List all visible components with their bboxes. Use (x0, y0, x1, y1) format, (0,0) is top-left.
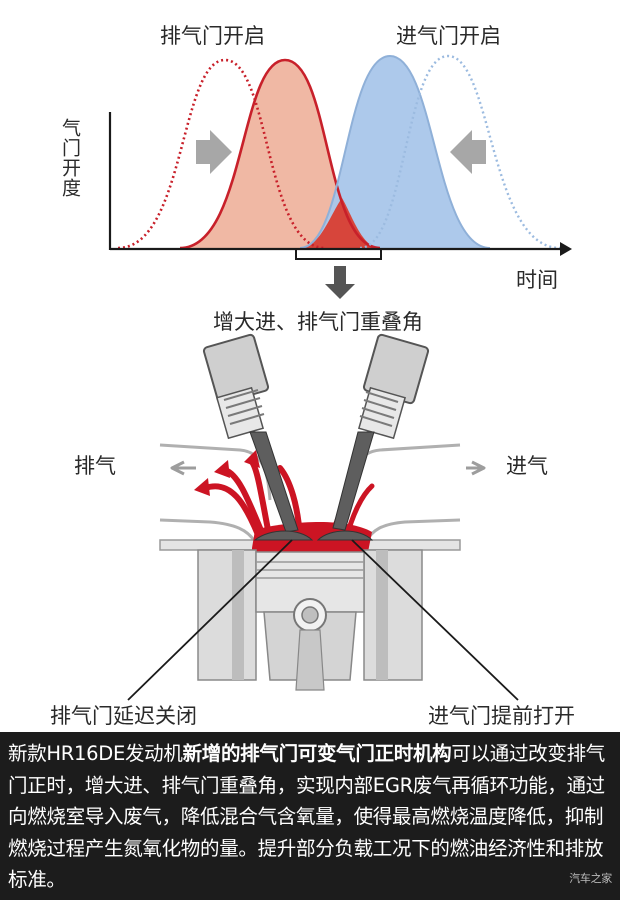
intake-shift-arrow-icon (450, 130, 486, 174)
y-axis-label: 气门开度 (59, 118, 81, 198)
down-arrow-icon (325, 266, 355, 299)
engine-illustration (127, 333, 519, 701)
exhaust-curve-fill (180, 60, 380, 248)
intake-original-curve (359, 54, 561, 250)
intake-valve-leader-line (351, 539, 519, 701)
intake-label: 进气 (506, 454, 548, 478)
overlap-bracket (295, 250, 382, 260)
piston (255, 551, 365, 691)
exhaust-gas-arrowheads (194, 450, 260, 496)
exhaust-valve (202, 333, 314, 541)
exhaust-valve-leader-line (127, 539, 293, 701)
overlap-area (300, 198, 380, 248)
caption-part-3: 可以通过改变排气门正时，增大进、排气门重叠角，实现内部EGR废气再循环功能，通过… (8, 742, 605, 891)
caption-part-1: 新款HR16DE发动机 (8, 742, 183, 765)
exhaust-open-label: 排气门开启 (160, 24, 265, 48)
x-axis-arrowhead (560, 242, 572, 256)
watermark: 汽车之家 (569, 871, 612, 885)
valve-timing-chart (108, 54, 572, 299)
intake-curve-line (299, 54, 491, 249)
intake-direction-arrow-icon (466, 460, 486, 476)
x-axis-label: 时间 (516, 268, 558, 292)
exhaust-close-label: 排气门延迟关闭 (50, 704, 197, 728)
intake-open-early-label: 进气门提前打开 (428, 704, 575, 728)
caption-box: 新款HR16DE发动机新增的排气门可变气门正时机构可以通过改变排气门正时，增大进… (0, 732, 620, 900)
caption-highlight: 新增的排气门可变气门正时机构 (182, 742, 452, 765)
cylinder-block (197, 549, 423, 681)
intake-valve (316, 333, 430, 541)
exhaust-shift-arrow-icon (196, 130, 232, 174)
overlap-label: 增大进、排气门重叠角 (213, 310, 423, 334)
exhaust-curve-line (179, 58, 381, 250)
exhaust-label: 排气 (74, 454, 116, 478)
intake-open-label: 进气门开启 (396, 24, 501, 48)
exhaust-direction-arrow-icon (170, 460, 196, 476)
intake-curve-fill (300, 56, 490, 248)
